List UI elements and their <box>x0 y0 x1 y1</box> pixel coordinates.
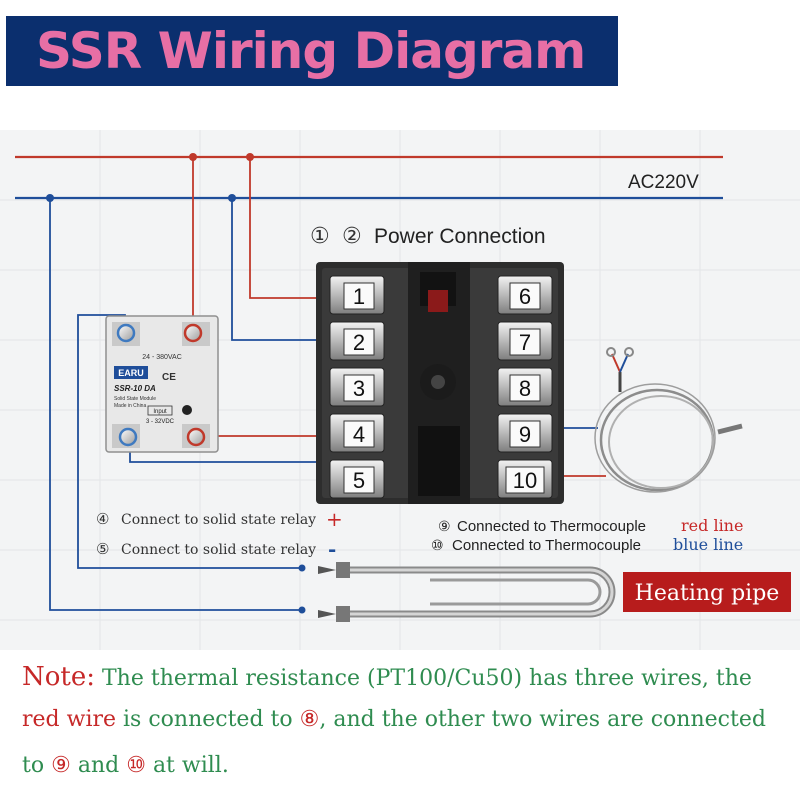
terminal-label-7: 7 <box>519 330 531 355</box>
note-line-1: Note: The thermal resistance (PT100/Cu50… <box>22 664 792 690</box>
wire-neutral-to-terminal-2 <box>231 198 350 341</box>
note-line-3: to ⑨ and ⑩ at will. <box>22 755 792 777</box>
terminal-label-4: 4 <box>353 422 365 447</box>
ssr-brand: EARU <box>118 368 144 378</box>
note-line-2-a: is connected to <box>123 707 293 732</box>
terminal-label-9: 9 <box>519 422 531 447</box>
terminal-label-1: 1 <box>353 284 365 309</box>
terminal-4-note: Connect to solid state relay <box>121 512 316 528</box>
terminal-10-note: Connected to Thermocouple <box>452 537 641 554</box>
plus-sign: + <box>326 507 343 531</box>
power-connection-text: Power Connection <box>374 225 546 248</box>
terminal-label-6: 6 <box>519 284 531 309</box>
terminal-label-10: 10 <box>513 468 537 493</box>
ssr-input-rating: 3 - 32VDC <box>146 419 175 425</box>
ssr-output-screw-1 <box>116 323 136 343</box>
ssr-made-in: Made in China <box>114 403 146 409</box>
note-red-wire: red wire <box>22 707 117 732</box>
note-circle-9: ⑨ <box>51 753 71 778</box>
circle-number-10: ⑩ <box>431 537 444 553</box>
ssr-output-screw-2 <box>183 323 203 343</box>
terminal-label-3: 3 <box>353 376 365 401</box>
blue-line-label: blue line <box>673 535 743 554</box>
heater-terminal-dot <box>298 606 306 614</box>
minus-sign: - <box>328 537 336 561</box>
page-title: SSR Wiring Diagram <box>36 22 586 80</box>
wire-neutral-to-heater-bottom <box>49 198 302 611</box>
note-line-2-b: , and the other two wires are connected <box>319 707 766 732</box>
ssr-model: SSR-10 DA <box>114 384 156 393</box>
ssr-input-screw-minus <box>118 427 138 447</box>
note-circle-10: ⑩ <box>126 753 146 778</box>
solid-state-relay: 24 - 380VAC EARU CE SSR-10 DA Solid Stat… <box>105 315 219 453</box>
circle-number-4: ④ <box>96 510 109 528</box>
terminal-9-note: Connected to Thermocouple <box>457 518 646 535</box>
note-circle-8: ⑧ <box>299 707 320 732</box>
circle-number-5: ⑤ <box>96 540 109 558</box>
heating-pipe <box>318 562 616 622</box>
heating-pipe-label-bg <box>623 572 791 612</box>
heater-terminal-dot <box>298 564 306 572</box>
thermocouple-probe <box>594 347 743 493</box>
note-line-1-text: The thermal resistance (PT100/Cu50) has … <box>102 666 752 691</box>
note-line-2: red wire is connected to ⑧, and the othe… <box>22 709 792 731</box>
terminal-4-5-annotations: ④ Connect to solid state relay + ⑤ Conne… <box>96 507 343 561</box>
heating-pipe-label: Heating pipe <box>635 581 780 606</box>
ssr-output-rating: 24 - 380VAC <box>142 354 182 361</box>
note-line-3-c: at will. <box>152 753 229 778</box>
ssr-input-label: Input <box>153 409 167 415</box>
ac-voltage-label: AC220V <box>628 172 699 193</box>
ce-mark-icon: CE <box>162 372 176 383</box>
terminal-label-2: 2 <box>353 330 365 355</box>
title-banner: SSR Wiring Diagram <box>6 16 618 86</box>
red-line-label: red line <box>681 516 743 535</box>
circle-number-1: ① <box>310 224 330 249</box>
temperature-controller: 1 2 3 4 5 6 7 8 9 10 <box>316 262 564 504</box>
note-prefix: Note: <box>22 662 95 692</box>
power-connection-label: ① ② Power Connection <box>310 224 546 249</box>
terminal-label-8: 8 <box>519 376 531 401</box>
circle-number-2: ② <box>342 224 362 249</box>
terminal-label-5: 5 <box>353 468 365 493</box>
ssr-input-screw-plus <box>186 427 206 447</box>
ssr-subtitle: Solid State Module <box>114 396 156 402</box>
circle-number-9: ⑨ <box>438 518 451 534</box>
note-line-3-a: to <box>22 753 45 778</box>
note-line-3-b: and <box>77 753 120 778</box>
terminal-5-note: Connect to solid state relay <box>121 542 316 558</box>
ssr-led-icon <box>182 405 192 415</box>
terminal-9-10-annotations: ⑨ Connected to Thermocouple red line ⑩ C… <box>431 516 743 554</box>
